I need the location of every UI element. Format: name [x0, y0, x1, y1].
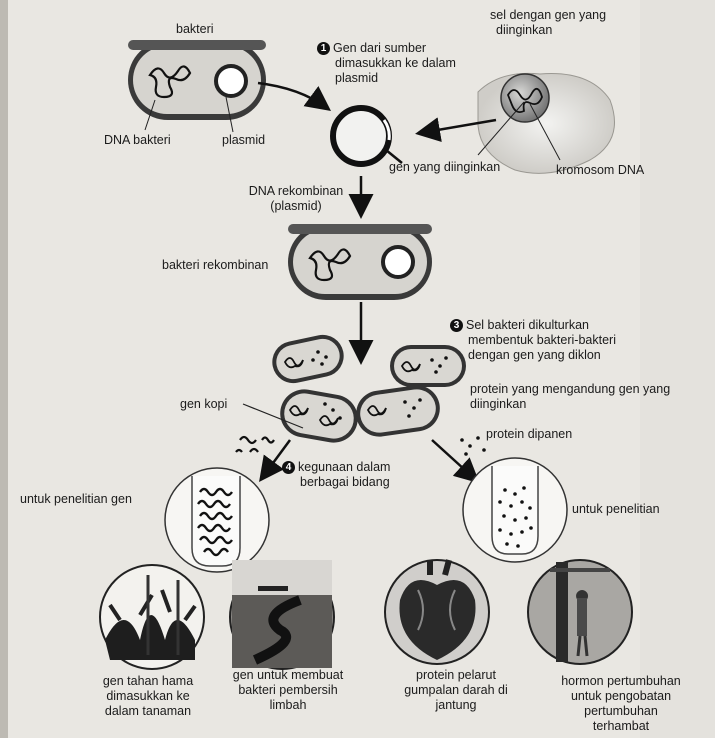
caption-tanaman: gen tahan hama dimasukkan ke dalam tanam…	[78, 674, 218, 719]
step-4-line-2: berbagai bidang	[282, 475, 390, 489]
label-kromosom: kromosom DNA	[556, 163, 644, 178]
dna-rekombinan-line-2: (plasmid)	[270, 199, 321, 213]
sel-gen-line-1: sel dengan gen yang	[490, 8, 606, 22]
jantung-line-3: jantung	[435, 698, 476, 712]
label-sel-gen: sel dengan gen yang diinginkan	[490, 8, 606, 38]
label-protein-gen: protein yang mengandung gen yang diingin…	[470, 382, 670, 412]
hormon-line-4: terhambat	[593, 719, 649, 733]
step-1-line-1: Gen dari sumber	[333, 41, 426, 55]
label-plasmid: plasmid	[222, 133, 265, 148]
step-4-line-1: kegunaan dalam	[298, 460, 390, 474]
tanaman-line-3: dalam tanaman	[105, 704, 191, 718]
label-penelitian: untuk penelitian	[572, 502, 660, 517]
protein-gen-line-1: protein yang mengandung gen yang	[470, 382, 670, 396]
step-4-badge: 4	[282, 461, 295, 474]
label-gen-kopi: gen kopi	[180, 397, 227, 412]
sel-gen-line-2: diinginkan	[490, 23, 552, 37]
step-1-line-2: dimasukkan ke dalam	[317, 56, 456, 70]
step-3-line-3: dengan gen yang diklon	[450, 348, 601, 362]
step-1-badge: 1	[317, 42, 330, 55]
limbah-line-2: bakteri pembersih	[238, 683, 337, 697]
tanaman-line-2: dimasukkan ke	[106, 689, 189, 703]
step-3-line-2: membentuk bakteri-bakteri	[450, 333, 616, 347]
label-bakteri: bakteri	[176, 22, 214, 37]
jantung-line-1: protein pelarut	[416, 668, 496, 682]
jantung-line-2: gumpalan darah di	[404, 683, 508, 697]
step-3-badge: 3	[450, 319, 463, 332]
label-bakteri-rekombinan: bakteri rekombinan	[162, 258, 268, 273]
caption-limbah: gen untuk membuat bakteri pembersih limb…	[218, 668, 358, 713]
label-dna-bakteri: DNA bakteri	[104, 133, 171, 148]
label-penelitian-gen: untuk penelitian gen	[20, 492, 132, 507]
label-dna-rekombinan: DNA rekombinan (plasmid)	[236, 184, 356, 214]
hormon-line-2: untuk pengobatan	[571, 689, 671, 703]
step-1-line-3: plasmid	[317, 71, 378, 85]
label-gen-diinginkan: gen yang diinginkan	[389, 160, 500, 175]
caption-hormon: hormon pertumbuhan untuk pengobatan pert…	[546, 674, 696, 734]
hormon-line-3: pertumbuhan	[584, 704, 658, 718]
step-3-line-1: Sel bakteri dikulturkan	[466, 318, 589, 332]
caption-jantung: protein pelarut gumpalan darah di jantun…	[386, 668, 526, 713]
protein-gen-line-2: diinginkan	[470, 397, 526, 411]
hormon-line-1: hormon pertumbuhan	[561, 674, 681, 688]
label-protein-dipanen: protein dipanen	[486, 427, 572, 442]
limbah-line-3: limbah	[270, 698, 307, 712]
dna-rekombinan-line-1: DNA rekombinan	[249, 184, 344, 198]
tanaman-line-1: gen tahan hama	[103, 674, 193, 688]
limbah-line-1: gen untuk membuat	[233, 668, 344, 682]
